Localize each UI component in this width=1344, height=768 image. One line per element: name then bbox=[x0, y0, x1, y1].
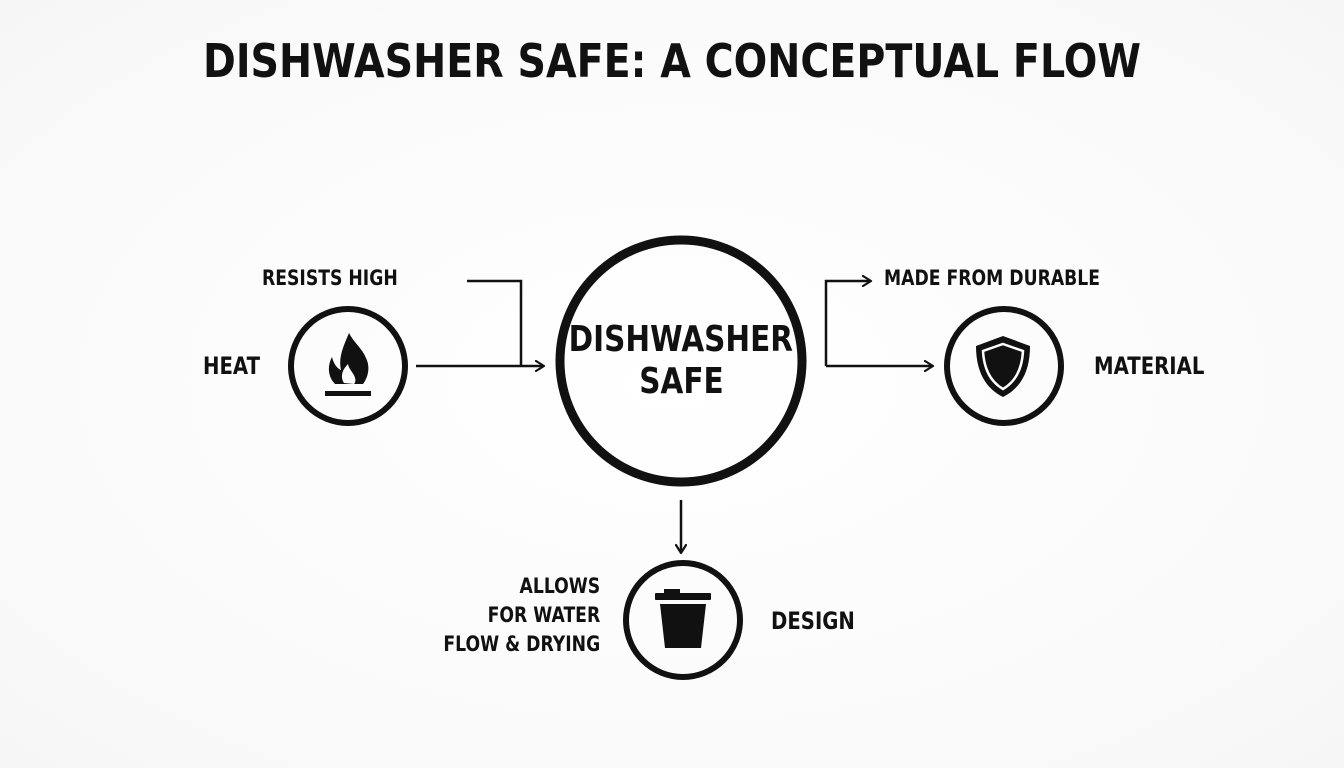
center-node-label: DISHWASHER SAFE bbox=[556, 236, 806, 486]
center-label-line-1: DISHWASHER bbox=[568, 319, 794, 360]
flame-icon bbox=[325, 333, 371, 396]
material-label: MATERIAL bbox=[1094, 352, 1205, 380]
resists-caption-connector bbox=[467, 279, 523, 366]
center-label-line-2: SAFE bbox=[638, 361, 724, 402]
heat-caption: RESISTS HIGH bbox=[262, 266, 398, 290]
heat-node-circle bbox=[288, 306, 408, 426]
material-caption: MADE FROM DURABLE bbox=[884, 266, 1101, 290]
made-caption-connector bbox=[824, 281, 870, 366]
design-node-circle bbox=[623, 560, 743, 680]
shield-icon bbox=[976, 336, 1030, 397]
heat-label: HEAT bbox=[203, 352, 261, 380]
design-caption-line-1: ALLOWS bbox=[519, 574, 600, 598]
design-caption: ALLOWS FOR WATER FLOW & DRYING bbox=[443, 572, 600, 659]
bucket-icon bbox=[655, 589, 711, 648]
center-node-circle bbox=[555, 235, 807, 487]
material-node-circle bbox=[944, 306, 1064, 426]
design-label: DESIGN bbox=[771, 607, 855, 635]
design-caption-line-3: FLOW & DRYING bbox=[443, 632, 600, 656]
page-title: DISHWASHER SAFE: A CONCEPTUAL FLOW bbox=[202, 34, 1142, 88]
design-caption-line-2: FOR WATER bbox=[487, 603, 600, 627]
